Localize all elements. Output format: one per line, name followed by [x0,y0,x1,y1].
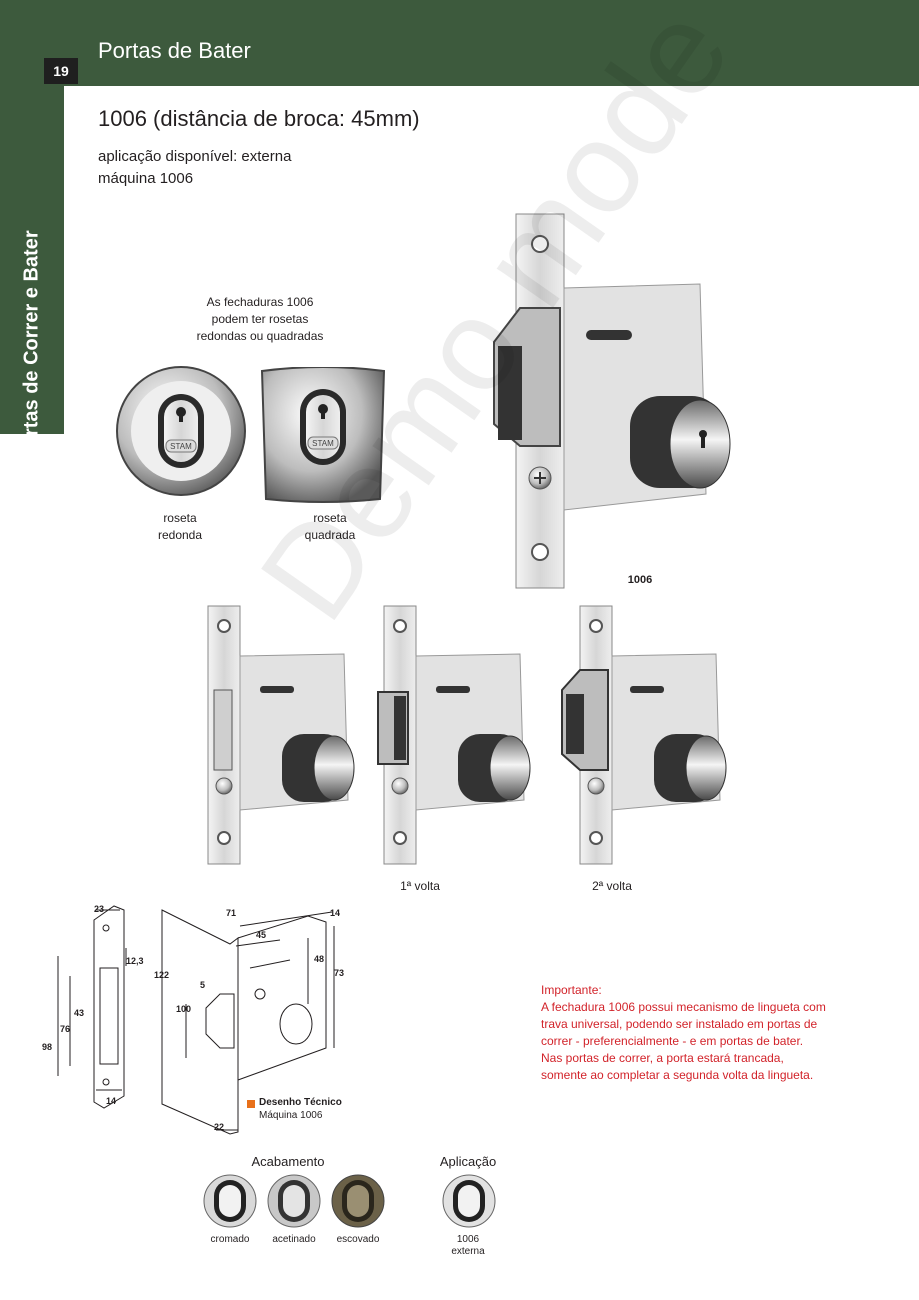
square-rosette-image: STAM [260,367,386,503]
lock-state-retracted [207,605,355,865]
legend-subtitle: Máquina 1006 [259,1110,323,1121]
svg-text:22: 22 [214,1122,224,1132]
finish-acetinado [267,1174,321,1228]
round-rosette-image: STAM [116,366,246,496]
main-lock-image [493,213,731,589]
svg-text:14: 14 [330,908,340,918]
svg-text:23: 23 [94,904,104,914]
important-note: Importante: A fechadura 1006 possui meca… [541,982,881,1084]
finish-label-cromado: cromado [210,1234,250,1245]
brand-logo: STAM [170,442,192,451]
technical-drawing: 23 12,3 43 76 98 14 71 14 45 122 5 100 4… [42,904,344,1135]
legend-title: Desenho Técnico [259,1097,342,1108]
sidebar-tab: Portas de Correr e Bater [0,86,64,462]
important-title: Importante: [541,983,602,997]
lock-state-second-turn [561,605,727,865]
main-lock-label: 1006 [627,574,653,586]
rosette-note: As fechaduras 1006 podem ter rosetas red… [196,295,324,343]
svg-text:73: 73 [334,968,344,978]
svg-text:100: 100 [176,1004,191,1014]
product-title: 1006 (distância de broca: 45mm) [98,106,420,131]
svg-text:12,3: 12,3 [126,956,144,966]
legend-swatch [247,1100,255,1108]
svg-text:48: 48 [314,954,324,964]
svg-text:98: 98 [42,1042,52,1052]
sidebar-label: Portas de Correr e Bater [20,230,43,462]
second-turn-label: 2ª volta [592,879,632,893]
finish-label-escovado: escovado [336,1234,380,1245]
square-rosette-label: roseta quadrada [304,511,356,542]
lock-state-first-turn [377,605,531,865]
header-title: Portas de Bater [98,38,251,63]
svg-text:71: 71 [226,908,236,918]
svg-text:122: 122 [154,970,169,980]
svg-text:43: 43 [74,1008,84,1018]
finish-label-acetinado: acetinado [272,1234,316,1245]
svg-text:14: 14 [106,1096,116,1106]
application-label: 1006 externa [451,1234,485,1257]
svg-text:5: 5 [200,980,205,990]
machine-info: máquina 1006 [98,170,194,187]
application-info: aplicação disponível: externa [98,148,292,165]
svg-text:76: 76 [60,1024,70,1034]
finish-escovado [331,1174,385,1228]
application-swatch [442,1174,496,1228]
page-number: 19 [44,58,78,84]
svg-text:45: 45 [256,930,266,940]
finish-swatches [203,1174,385,1228]
page-header: Portas de Bater [0,0,919,86]
finish-cromado [203,1174,257,1228]
round-rosette-label: roseta redonda [157,511,203,542]
finishes-title: Acabamento [251,1154,325,1169]
application-title: Aplicação [439,1154,497,1169]
svg-text:STAM: STAM [312,439,334,448]
first-turn-label: 1ª volta [400,879,440,893]
